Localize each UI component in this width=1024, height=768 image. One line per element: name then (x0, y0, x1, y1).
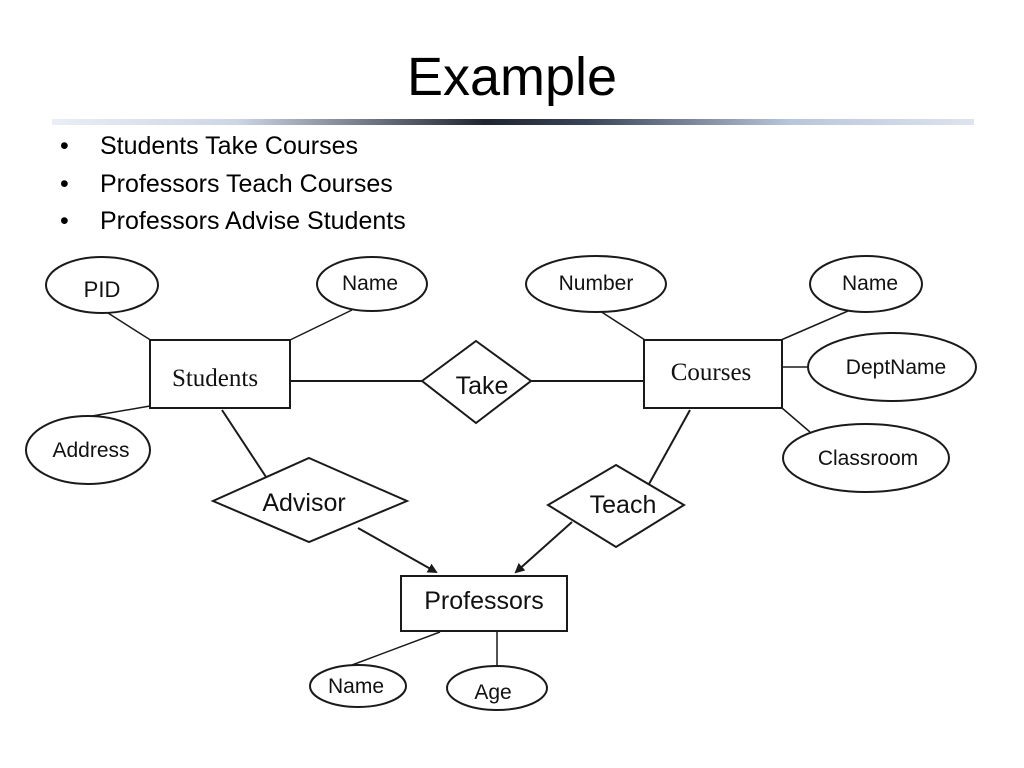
attribute-label: DeptName (846, 356, 946, 379)
entity-courses: Courses (643, 339, 783, 409)
attribute-label: Number (559, 272, 634, 295)
title-divider (52, 119, 974, 125)
attribute-label: Age (474, 681, 511, 704)
arrow-advisor-professors (357, 527, 438, 573)
attribute-students-name: Name (316, 256, 428, 312)
attribute-label: Name (328, 675, 384, 698)
attribute-courses-number: Number (525, 255, 667, 313)
bullet-icon: • (60, 207, 69, 235)
attribute-label: Classroom (818, 447, 918, 470)
relationship-label: Advisor (262, 489, 345, 517)
attribute-label: Name (342, 272, 398, 295)
bullet-text: Professors Advise Students (100, 207, 406, 235)
entity-students: Students (149, 339, 291, 409)
bullet-item: • Professors Advise Students (60, 203, 406, 241)
relationship-advisor: Advisor (210, 456, 410, 544)
bullet-icon: • (60, 132, 69, 160)
connector-name-students (289, 309, 353, 341)
entity-professors: Professors (400, 575, 568, 632)
connector-professors-name (351, 631, 441, 666)
attribute-label: Address (52, 439, 129, 462)
bullet-icon: • (60, 169, 69, 198)
attribute-label: PID (84, 277, 121, 302)
attribute-courses-classroom: Classroom (782, 423, 950, 493)
bullet-list: • Students Take Courses • Professors Teach… (60, 128, 406, 241)
connector-name-courses (780, 310, 849, 341)
attribute-professors-name: Name (309, 664, 407, 708)
attribute-professors-age: Age (446, 665, 548, 711)
arrow-teach-professors (514, 521, 573, 574)
entity-label: Professors (424, 587, 543, 615)
connector-address-students (91, 405, 151, 417)
attribute-students-address: Address (25, 415, 151, 485)
entity-label: Courses (671, 359, 752, 386)
connector-courses-teach (648, 409, 691, 485)
connector-students-advisor (221, 409, 269, 481)
bullet-item: • Students Take Courses (60, 128, 406, 166)
connector-lines (91, 309, 849, 666)
bullet-text: Professors Teach Courses (100, 169, 393, 198)
slide-title: Example (406, 47, 618, 107)
attribute-courses-name: Name (809, 255, 923, 313)
relationship-label: Teach (590, 491, 657, 519)
connector-classroom-courses (781, 407, 811, 433)
bullet-item: • Professors Teach Courses (60, 166, 406, 204)
bullet-text: Students Take Courses (100, 132, 359, 160)
relationship-teach: Teach (546, 463, 686, 549)
connector-pid-students (107, 312, 153, 342)
entity-label: Students (172, 365, 258, 392)
attribute-label: Name (842, 272, 898, 295)
attribute-students-pid: PID (45, 256, 159, 314)
connector-number-courses (599, 310, 646, 341)
attribute-courses-deptname: DeptName (807, 332, 977, 402)
relationship-take: Take (420, 339, 533, 425)
relationship-label: Take (456, 372, 509, 400)
